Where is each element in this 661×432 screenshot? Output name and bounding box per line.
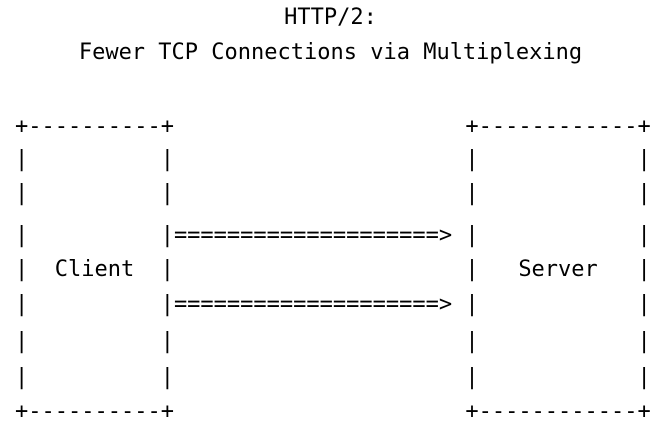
diagram-subtitle: Fewer TCP Connections via Multiplexing [78,40,583,65]
box-sides: | | | | [15,329,651,354]
connection-arrow-2: | |====================> | | [15,292,651,317]
box-sides: | | | | [15,147,651,172]
box-bottom-borders: +----------+ +------------+ [15,399,651,424]
box-top-borders: +----------+ +------------+ [15,114,651,139]
client-server-labels: | Client | | Server | [15,257,651,282]
box-sides: | | | | [15,365,651,390]
diagram-title: HTTP/2: [284,5,377,30]
box-sides: | | | | [15,181,651,206]
connection-arrow-1: | |====================> | | [15,223,651,248]
